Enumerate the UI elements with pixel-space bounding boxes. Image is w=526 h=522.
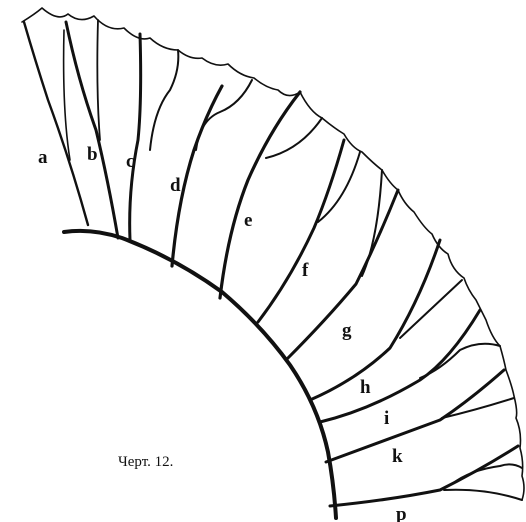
label-c: c [126, 151, 134, 172]
label-b: b [87, 144, 98, 165]
vein-h-branch [400, 280, 462, 338]
vein-d-branch [196, 80, 252, 150]
label-p: p [396, 504, 407, 522]
vein-e [220, 92, 300, 298]
vein-b-branch [97, 20, 100, 140]
label-i: i [384, 408, 389, 429]
label-h: h [360, 377, 371, 398]
label-d: d [170, 175, 181, 196]
label-f: f [302, 260, 309, 281]
vein-g-branch [362, 170, 382, 276]
label-g: g [342, 320, 352, 341]
vein-a [24, 22, 88, 225]
vein-k-branch [442, 398, 514, 418]
vein-p-branch-upper [452, 464, 522, 484]
vein-c-branch [150, 50, 178, 150]
label-a: a [38, 147, 48, 168]
vein-f-branch [318, 152, 360, 222]
vein-e-branch [266, 118, 322, 158]
vein-f [258, 140, 344, 322]
label-e: e [244, 210, 252, 231]
inner-arc [64, 231, 336, 518]
vein-p-branch-lower [444, 490, 522, 500]
vein-c [130, 34, 141, 240]
vein-i-branch [420, 344, 500, 378]
vein-p [330, 446, 518, 506]
vein-a-branch [64, 30, 70, 160]
vein-b [66, 22, 118, 238]
figure-caption: Черт. 12. [118, 454, 173, 470]
label-k: k [392, 446, 403, 467]
